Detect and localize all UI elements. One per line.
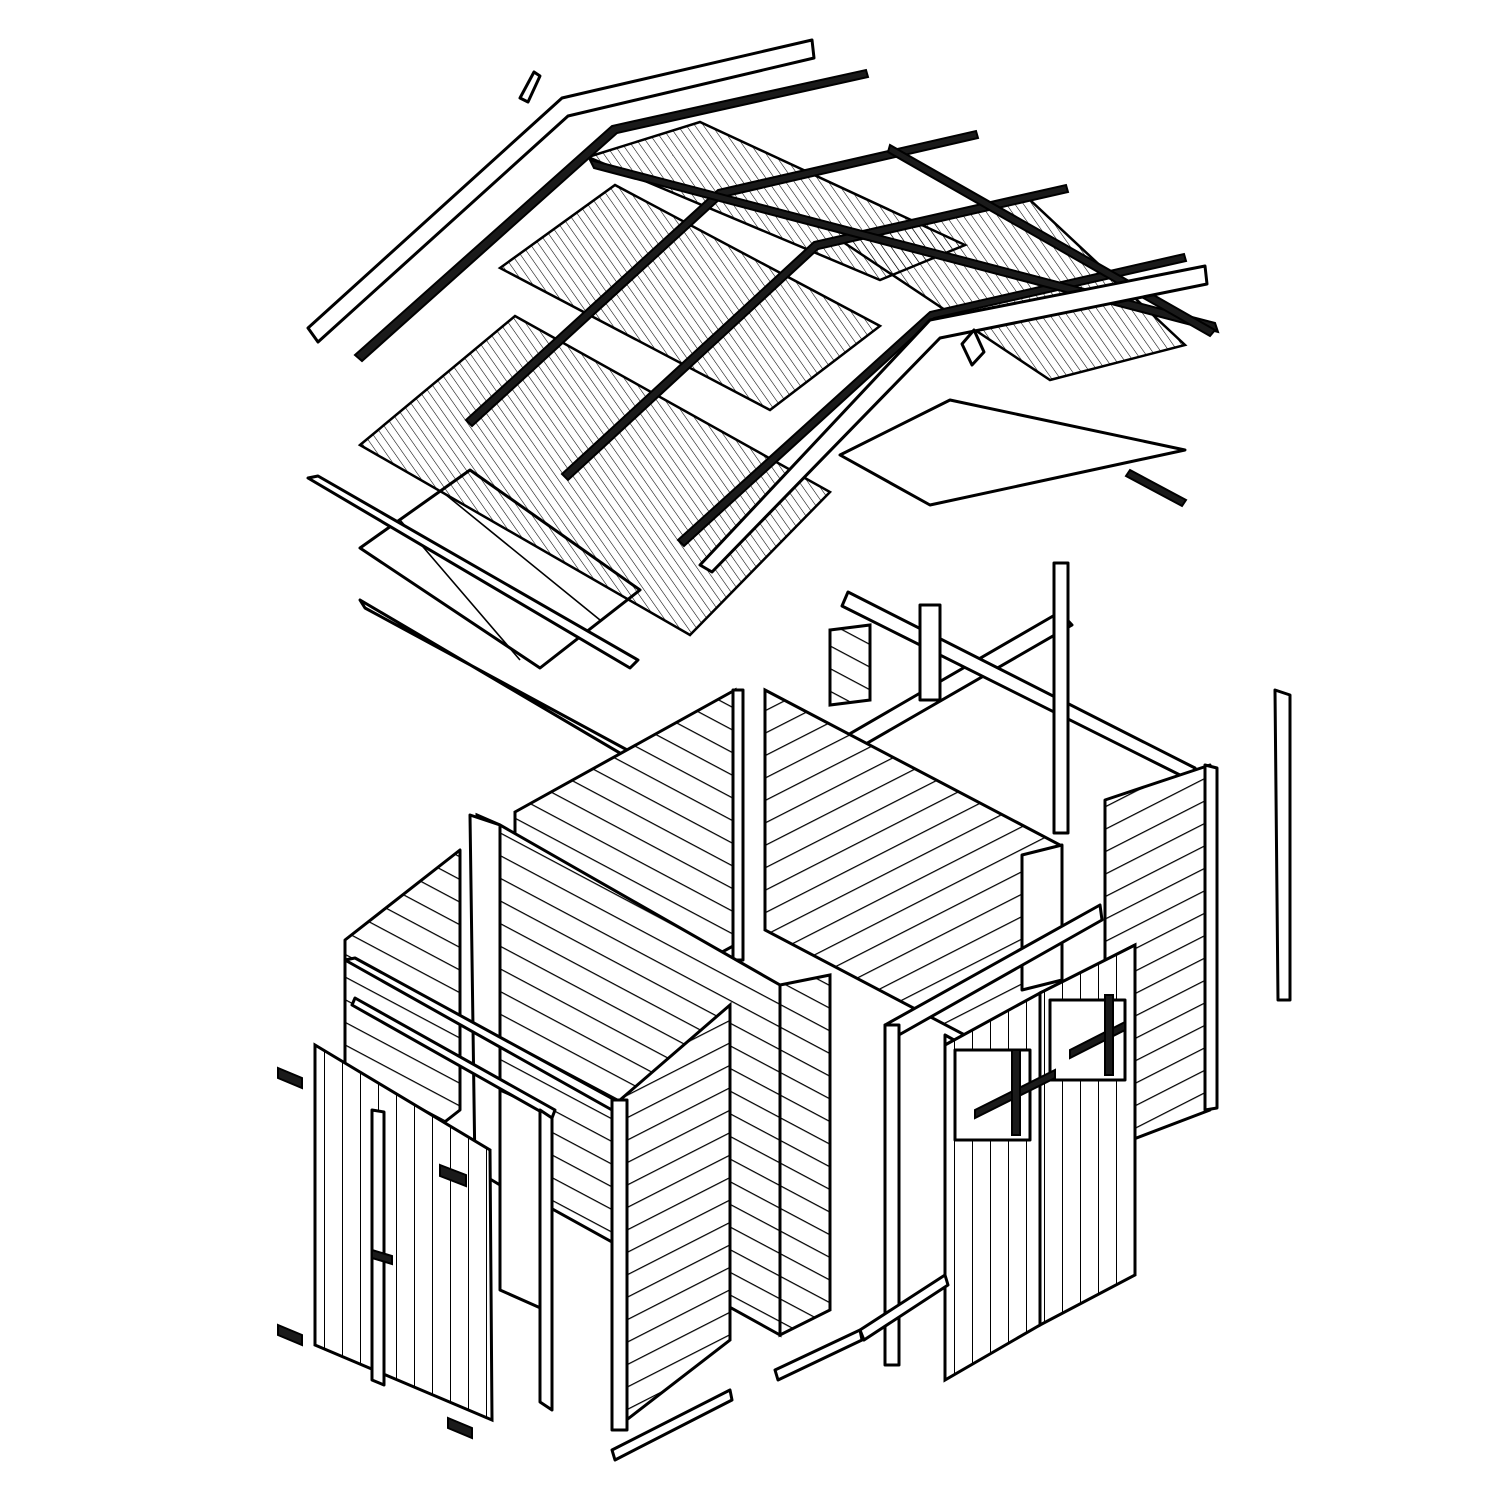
floor-rails: [610, 1328, 864, 1462]
double-door: [943, 942, 1137, 1383]
roof-ridge-cap: [306, 38, 816, 344]
single-door: [313, 1042, 494, 1423]
roof-battens: [306, 68, 1220, 794]
front-wall-left: [343, 956, 832, 1432]
door-hinges: [277, 1066, 473, 1440]
corner-post: [858, 903, 1104, 1367]
